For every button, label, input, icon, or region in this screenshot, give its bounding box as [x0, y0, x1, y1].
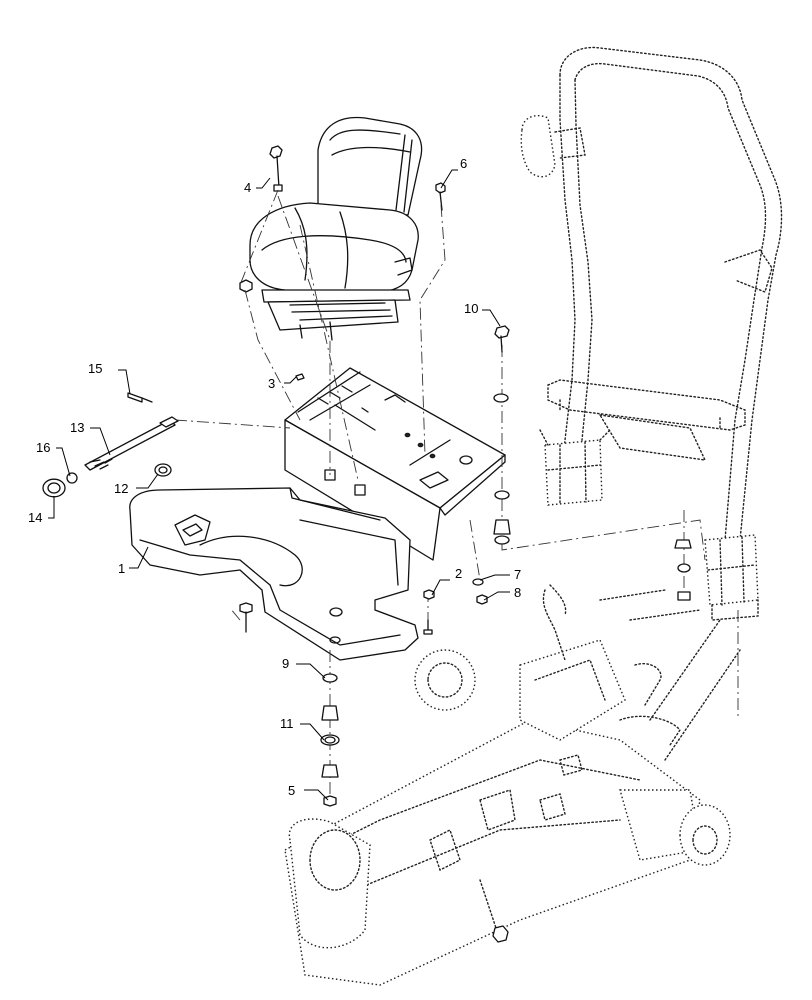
washer-7 — [472, 578, 484, 586]
washer-16 — [66, 472, 78, 484]
pin-3 — [295, 373, 305, 381]
callout-3: 3 — [268, 376, 275, 391]
seat-bolt-4 — [269, 145, 283, 192]
knob-14 — [42, 478, 66, 498]
seat-bolt-6 — [435, 182, 446, 211]
bolt-front-left — [239, 602, 253, 633]
callout-2: 2 — [455, 566, 462, 581]
mount-stack-rops — [674, 539, 692, 601]
pin-15 — [127, 392, 153, 403]
lever-rod — [84, 416, 179, 471]
callout-15: 15 — [88, 361, 102, 376]
seat-nut-left — [239, 279, 253, 293]
callout-5: 5 — [288, 783, 295, 798]
nut-8 — [476, 594, 488, 605]
callout-8: 8 — [514, 585, 521, 600]
transmission-assembly — [284, 584, 741, 986]
callout-labels: 1 2 3 4 5 6 7 8 9 10 11 12 13 14 15 16 — [28, 156, 521, 798]
callout-13: 13 — [70, 420, 84, 435]
callout-12: 12 — [114, 481, 128, 496]
mount-stack-right — [493, 393, 511, 545]
callout-9: 9 — [282, 656, 289, 671]
callout-1: 1 — [118, 561, 125, 576]
nut-2 — [423, 589, 435, 600]
floor-plate — [129, 487, 419, 661]
bolt-10 — [494, 325, 510, 353]
bushing-12 — [154, 463, 172, 477]
callout-11: 11 — [280, 716, 294, 731]
callout-7: 7 — [514, 567, 521, 582]
bolt-under-2 — [423, 619, 433, 635]
rops-frame — [520, 46, 783, 621]
assembly-lines — [174, 189, 739, 800]
mount-stack-left — [320, 673, 340, 807]
seat-platform — [284, 367, 506, 561]
callout-10: 10 — [464, 301, 478, 316]
leader-lines — [48, 169, 510, 801]
callout-16: 16 — [36, 440, 50, 455]
callout-6: 6 — [460, 156, 467, 171]
callout-14: 14 — [28, 510, 42, 525]
operator-seat — [249, 116, 423, 341]
callout-4: 4 — [244, 180, 251, 195]
